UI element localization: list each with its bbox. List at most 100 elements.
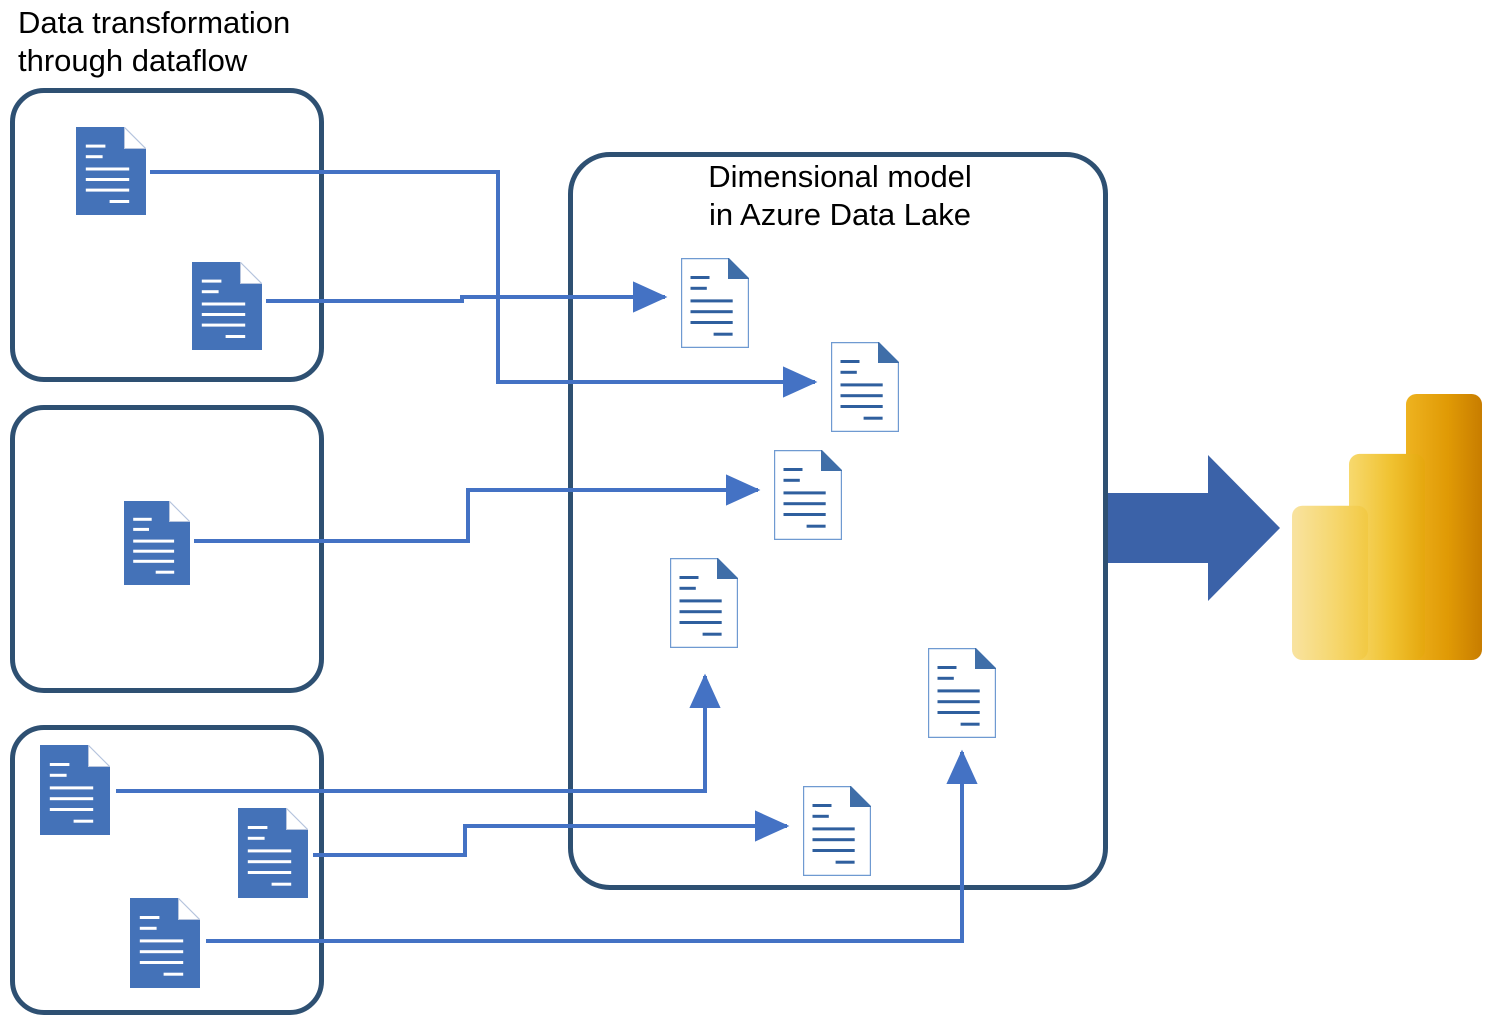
source-doc-3	[124, 500, 191, 585]
document-text-line	[812, 827, 855, 831]
document-icon	[40, 744, 111, 835]
document-text-line	[812, 838, 855, 842]
document-text-line	[679, 610, 722, 614]
document-text-line	[49, 808, 94, 811]
document-icon	[76, 126, 147, 215]
document-text-line	[247, 849, 292, 853]
process-arrow-shape	[1108, 455, 1280, 601]
document-icon	[773, 449, 843, 541]
document-text-line	[85, 155, 103, 159]
document-text-line	[783, 513, 826, 516]
document-text-line	[109, 200, 130, 203]
document-text-line	[49, 773, 67, 777]
document-text-line	[690, 286, 707, 290]
document-text-line	[49, 786, 94, 790]
document-text-line	[201, 323, 246, 327]
document-icon	[927, 647, 997, 739]
source-doc-2	[192, 261, 263, 350]
document-text-line	[840, 405, 883, 408]
document-text-line	[812, 849, 855, 852]
document-text-line	[783, 468, 803, 471]
document-folded-corner	[124, 126, 147, 149]
document-text-line	[49, 797, 94, 801]
document-text-line	[713, 332, 733, 336]
document-icon	[238, 807, 309, 898]
document-text-line	[679, 621, 722, 624]
source-doc-6	[130, 897, 201, 988]
document-folded-corner	[286, 807, 309, 830]
page-title: Data transformation through dataflow	[18, 5, 291, 78]
source-doc-5	[238, 807, 309, 898]
document-icon	[130, 897, 201, 988]
power-bi-logo	[1292, 394, 1482, 661]
document-icon	[680, 257, 750, 349]
target-doc-a	[680, 257, 750, 349]
document-body	[124, 501, 190, 585]
target-doc-b	[830, 341, 900, 433]
document-text-line	[271, 882, 292, 886]
document-text-line	[247, 826, 268, 829]
document-text-line	[85, 167, 130, 171]
document-text-line	[783, 502, 826, 506]
document-text-line	[840, 360, 860, 363]
document-text-line	[690, 276, 710, 279]
target-doc-c	[773, 449, 843, 541]
document-text-line	[679, 576, 699, 579]
document-folded-corner	[728, 257, 750, 279]
document-body	[830, 341, 900, 433]
document-text-line	[679, 599, 722, 603]
document-text-line	[49, 763, 70, 766]
document-text-line	[690, 321, 733, 324]
process-arrow	[1108, 455, 1280, 601]
document-text-line	[840, 394, 883, 398]
document-icon	[669, 557, 739, 649]
document-text-line	[960, 722, 980, 726]
document-folded-corner	[717, 557, 739, 579]
document-body	[927, 647, 997, 739]
document-body	[40, 745, 110, 835]
source-doc-1	[76, 126, 147, 215]
document-folded-corner	[850, 785, 872, 807]
document-text-line	[139, 939, 184, 943]
dimensional-model-title: Dimensional model in Azure Data Lake	[708, 159, 972, 232]
document-text-line	[690, 299, 733, 303]
document-icon	[124, 500, 191, 585]
document-body	[680, 257, 750, 349]
document-text-line	[937, 666, 957, 669]
document-text-line	[163, 972, 184, 976]
document-folded-corner	[240, 261, 263, 284]
document-body	[238, 808, 308, 898]
document-text-line	[937, 689, 980, 693]
document-text-line	[783, 478, 800, 482]
document-text-line	[133, 527, 149, 531]
document-text-line	[201, 313, 246, 316]
document-text-line	[133, 539, 175, 543]
document-body	[76, 127, 146, 215]
target-doc-d	[669, 557, 739, 649]
powerbi-bar-small	[1292, 505, 1368, 660]
document-icon	[802, 785, 872, 877]
document-text-line	[225, 335, 246, 338]
document-folded-corner	[169, 500, 191, 522]
document-icon	[830, 341, 900, 433]
document-text-line	[85, 188, 130, 192]
document-text-line	[201, 279, 222, 283]
document-text-line	[73, 819, 94, 823]
document-folded-corner	[821, 449, 843, 471]
document-text-line	[139, 950, 184, 954]
document-text-line	[783, 491, 826, 495]
document-text-line	[806, 524, 826, 528]
document-text-line	[937, 676, 954, 680]
document-text-line	[247, 836, 265, 840]
document-text-line	[139, 926, 157, 930]
target-doc-e	[927, 647, 997, 739]
document-text-line	[702, 632, 722, 636]
document-folded-corner	[178, 897, 201, 920]
document-icon	[192, 261, 263, 350]
document-text-line	[679, 586, 696, 590]
document-text-line	[85, 144, 106, 148]
document-text-line	[247, 860, 292, 864]
document-text-line	[690, 310, 733, 314]
document-text-line	[937, 711, 980, 714]
